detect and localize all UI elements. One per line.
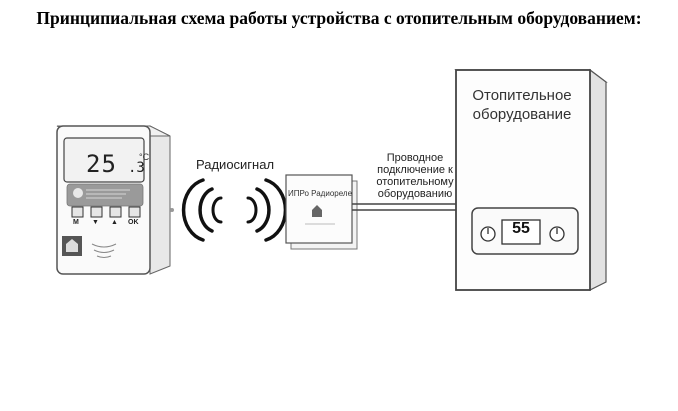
heating-equipment-label: Отопительное оборудование bbox=[472, 87, 572, 123]
thermostat-display-unit: °C bbox=[139, 152, 150, 162]
thermostat-display-decimal: .3 bbox=[128, 160, 145, 176]
thermostat-device bbox=[56, 125, 174, 275]
thermostat-button-label: OK bbox=[128, 219, 139, 226]
thermostat-display-value: 25 bbox=[86, 150, 117, 178]
right-knob-icon[interactable] bbox=[549, 226, 565, 242]
wire-connection bbox=[352, 203, 456, 211]
thermostat-button-label: M bbox=[73, 219, 79, 226]
radio-signal-label: Радиосигнал bbox=[196, 157, 275, 172]
relay-logo-icon bbox=[312, 205, 322, 217]
thermostat-button-ok[interactable] bbox=[128, 206, 141, 218]
radio-waves-icon bbox=[181, 178, 288, 242]
brand-logo-icon bbox=[73, 188, 83, 198]
thermostat-button-label: ▲ bbox=[111, 219, 118, 226]
thermostat-button-down[interactable] bbox=[90, 206, 103, 218]
relay-label: ИПРо Радиореле bbox=[288, 189, 353, 198]
left-knob-icon[interactable] bbox=[480, 226, 496, 242]
radio-relay-device bbox=[285, 174, 358, 250]
diagram-title: Принципиальная схема работы устройства с… bbox=[36, 8, 642, 28]
boiler-display-value: 55 bbox=[512, 220, 530, 237]
thermostat-button-label: ▼ bbox=[92, 219, 99, 226]
wired-connection-label: Проводное подключение к отопительному об… bbox=[376, 152, 454, 200]
thermostat-button-m[interactable] bbox=[71, 206, 84, 218]
thermostat-button-up[interactable] bbox=[109, 206, 122, 218]
boiler-display bbox=[501, 219, 541, 245]
heating-boiler bbox=[454, 68, 608, 291]
